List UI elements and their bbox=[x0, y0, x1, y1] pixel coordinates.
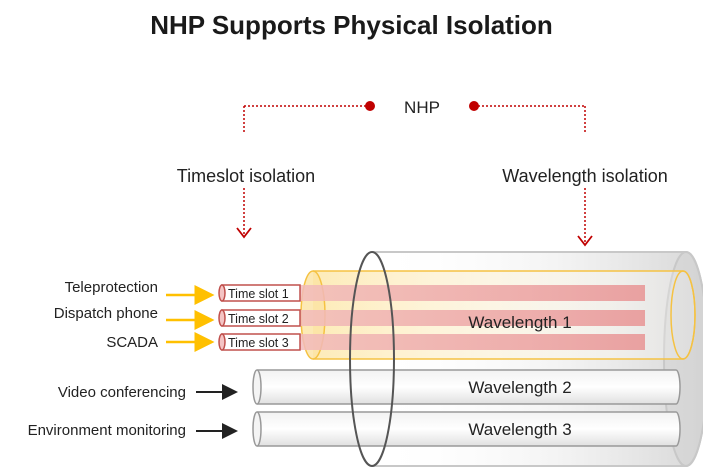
left-node-dot bbox=[365, 101, 375, 111]
fiber-outer-tube-ring bbox=[349, 251, 395, 467]
service-label-dispatch-phone: Dispatch phone bbox=[54, 305, 158, 322]
right-node-dot bbox=[469, 101, 479, 111]
nhp-branch-connector bbox=[236, 101, 593, 247]
timeslot-label-1: Time slot 1 bbox=[228, 287, 289, 301]
page-title: NHP Supports Physical Isolation bbox=[150, 10, 553, 40]
root-label-nhp: NHP bbox=[404, 98, 440, 117]
wavelength-2-tube bbox=[252, 369, 681, 405]
timeslot-label-2: Time slot 2 bbox=[228, 312, 289, 326]
service-label-scada: SCADA bbox=[106, 334, 158, 351]
wavelength-label-3: Wavelength 3 bbox=[468, 420, 571, 439]
branch-label-wavelength: Wavelength isolation bbox=[502, 166, 667, 186]
wavelength-3-tube bbox=[252, 411, 681, 447]
timeslot-label-3: Time slot 3 bbox=[228, 336, 289, 350]
branch-label-timeslot: Timeslot isolation bbox=[177, 166, 315, 186]
timeslot-down-arrow bbox=[236, 227, 252, 239]
service-label-environment-monitoring: Environment monitoring bbox=[28, 422, 186, 439]
wavelength-label-2: Wavelength 2 bbox=[468, 378, 571, 397]
wavelength-label-1: Wavelength 1 bbox=[468, 313, 571, 332]
wavelength-down-arrow bbox=[577, 235, 593, 247]
service-label-teleprotection: Teleprotection bbox=[65, 279, 158, 296]
timeslot-bars bbox=[218, 284, 645, 351]
service-label-video-conferencing: Video conferencing bbox=[58, 384, 186, 401]
